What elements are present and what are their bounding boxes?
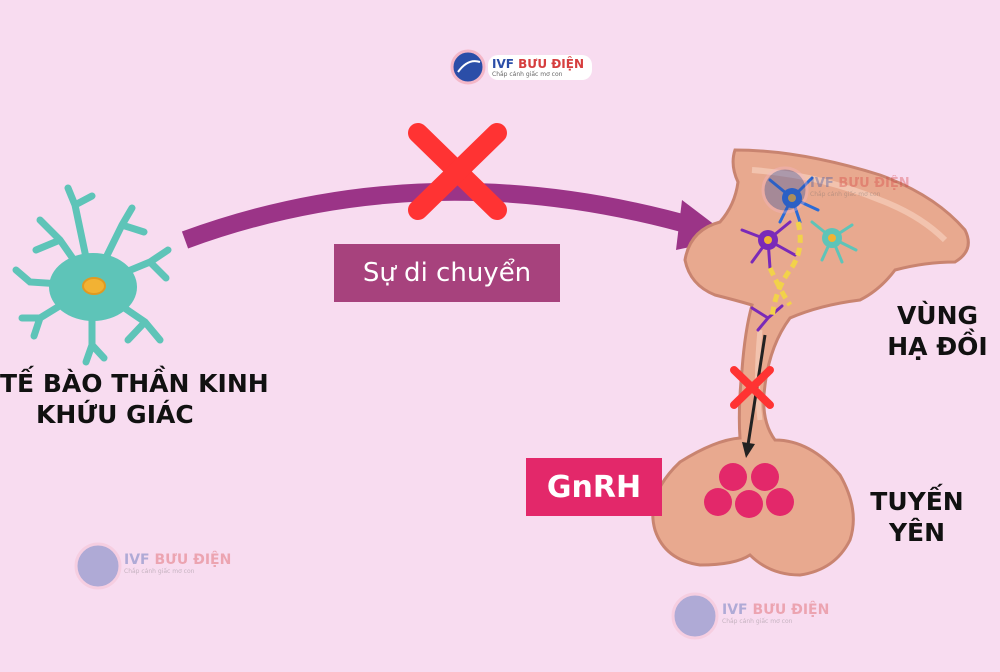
watermark-hypothalamus: IVF BƯU ĐIỆN Chắp cánh giấc mơ con: [810, 176, 910, 198]
gnrh-label-box: GnRH: [526, 458, 662, 516]
watermark-slogan: Chắp cánh giấc mơ con: [810, 191, 881, 198]
watermark-ivf: IVF: [810, 176, 834, 191]
hypothalamus-label-line2: HẠ ĐỒI: [887, 332, 988, 362]
hormone-dots-icon: [704, 463, 794, 518]
small-cross-icon: [730, 366, 774, 409]
hypothalamus-label-line1: VÙNG: [896, 301, 979, 330]
hypothalamus-label: VÙNG HẠ ĐỒI: [880, 300, 995, 363]
hypothalamus-pituitary-illustration: [651, 148, 970, 577]
cross-icon: [408, 123, 507, 220]
pituitary-label-line2: YÊN: [888, 518, 946, 548]
curved-arrow-icon: [181, 182, 732, 250]
watermark-brand: BƯU ĐIỆN: [838, 176, 910, 191]
olfactory-neuron-icon: [12, 184, 172, 366]
watermark-slogan: Chắp cánh giấc mơ con: [492, 71, 563, 78]
watermark-bottom-right: IVF BƯU ĐIỆN Chắp cánh giấc mơ con: [722, 602, 829, 625]
watermark-brand: BƯU ĐIỆN: [518, 57, 584, 71]
olfactory-label-line1: TẾ BÀO THẦN KINH: [0, 369, 269, 398]
watermark-logo-icon: [450, 49, 486, 85]
pituitary-label-line1: TUYẾN: [870, 487, 964, 516]
olfactory-label-line2: KHỨU GIÁC: [36, 400, 194, 430]
watermark-slogan: Chắp cánh giấc mơ con: [124, 568, 195, 575]
watermark-brand: BƯU ĐIỆN: [752, 602, 830, 618]
watermark-brand: BƯU ĐIỆN: [154, 552, 232, 568]
watermark-top: IVF BƯU ĐIỆN Chắp cánh giấc mơ con: [488, 55, 592, 80]
watermark-slogan: Chắp cánh giấc mơ con: [722, 618, 793, 625]
watermark-ivf: IVF: [124, 552, 150, 568]
watermark-bottom-left: IVF BƯU ĐIỆN Chắp cánh giấc mơ con: [124, 552, 231, 575]
movement-label-box: Sự di chuyển: [334, 244, 560, 302]
pituitary-label: TUYẾN YÊN: [862, 486, 972, 549]
watermark-ivf: IVF: [722, 602, 748, 618]
watermark-ivf: IVF: [492, 57, 514, 71]
olfactory-neuron-label: TẾ BÀO THẦN KINH KHỨU GIÁC: [0, 368, 269, 431]
